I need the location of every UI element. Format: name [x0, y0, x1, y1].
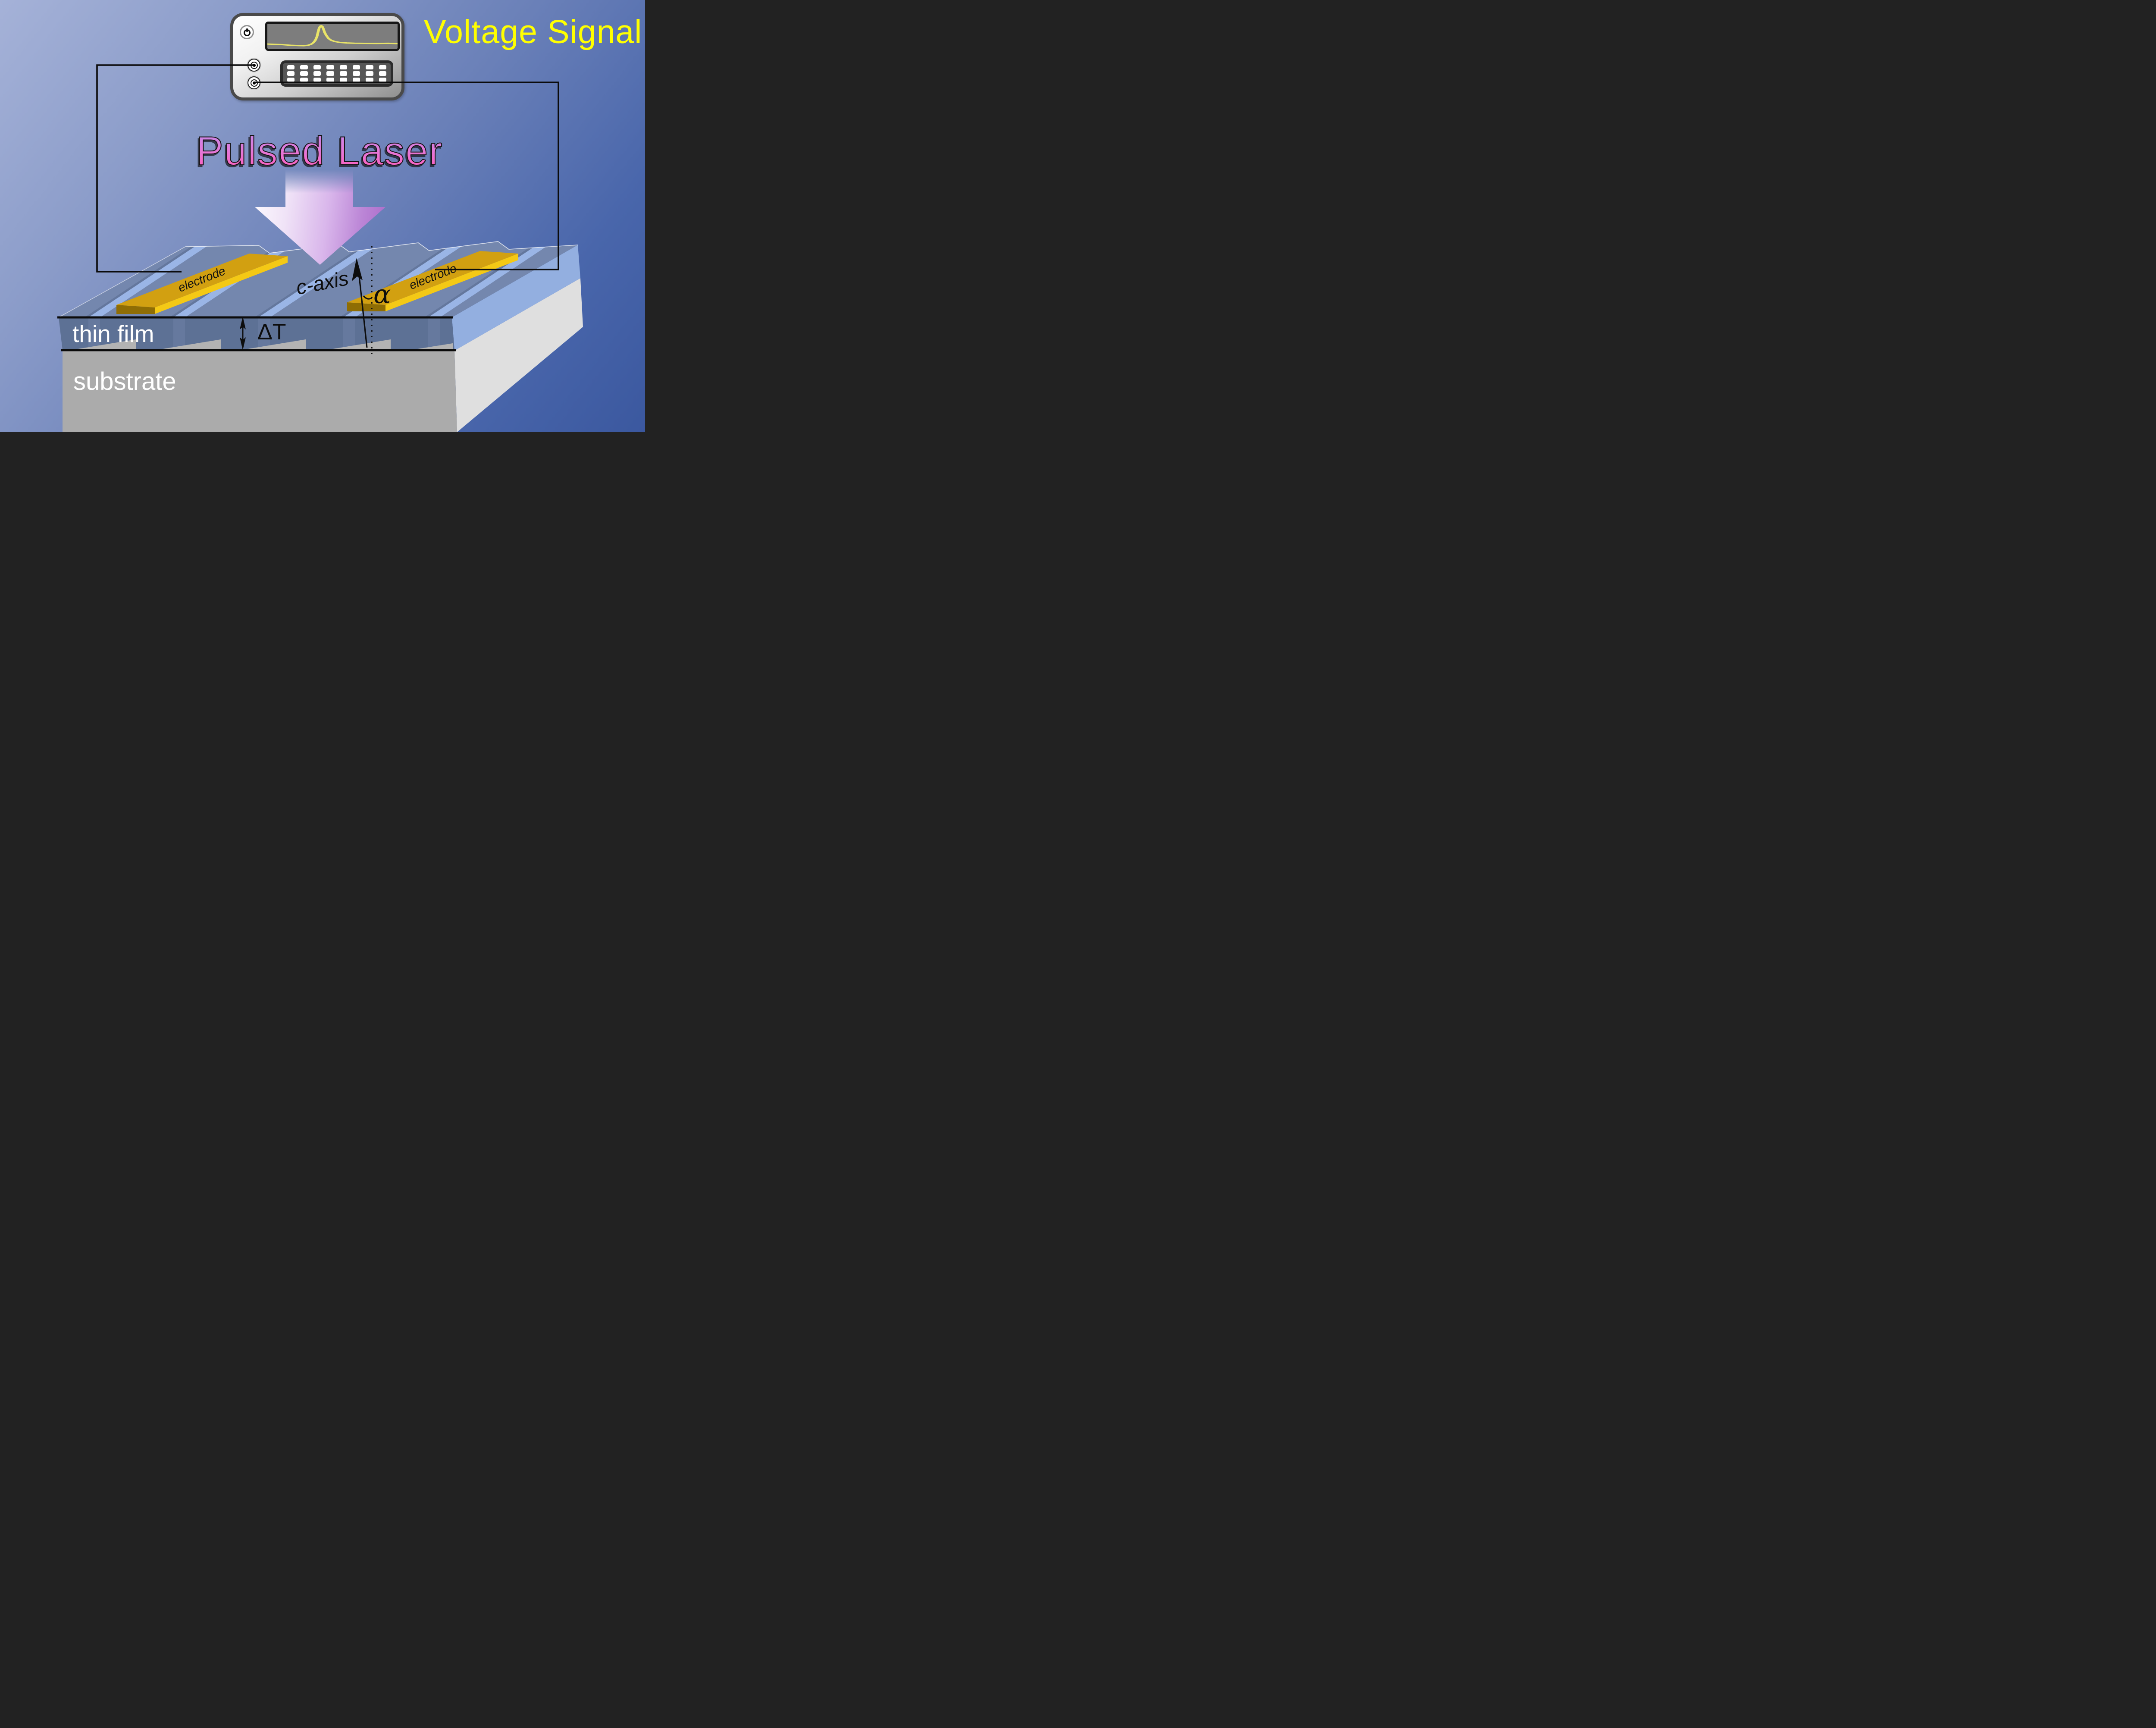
keypad-key: [366, 65, 373, 70]
keypad-key: [287, 77, 295, 82]
instrument-keypad: [280, 60, 393, 87]
keypad-key: [379, 65, 386, 70]
film-thickness-label: ΔT: [257, 320, 286, 345]
thin-film-label: thin film: [72, 320, 154, 347]
film-side-face: [452, 245, 580, 351]
pulse-waveform: [267, 25, 398, 47]
keypad-key: [313, 65, 321, 70]
film-front-face: [59, 317, 454, 350]
keypad-key: [339, 77, 347, 82]
keypad-key: [326, 71, 334, 76]
substrate-sawtooth: [75, 339, 453, 349]
bnc-connector-top: [248, 59, 260, 72]
keypad-key: [352, 65, 360, 70]
keypad-key: [379, 77, 386, 82]
substrate-front-face: [63, 350, 457, 432]
pulsed-laser-label: Pulsed Laser: [196, 128, 443, 174]
keypad-key: [366, 71, 373, 76]
keypad-key: [300, 65, 308, 70]
voltage-instrument: [230, 13, 404, 100]
keypad-key: [326, 65, 334, 70]
bnc-connector-bottom: [248, 76, 260, 89]
bnc-center-pin: [252, 81, 256, 85]
substrate-label: substrate: [73, 367, 176, 395]
bnc-ring: [250, 79, 258, 87]
power-button: [240, 25, 254, 39]
alpha-angle-arc: [363, 295, 372, 300]
keypad-key: [300, 71, 308, 76]
voltage-signal-label: Voltage Signal: [424, 13, 642, 50]
keypad-key: [326, 77, 334, 82]
bnc-ring: [250, 61, 258, 69]
keypad-key: [352, 71, 360, 76]
keypad-key: [352, 77, 360, 82]
keypad-key: [300, 77, 308, 82]
keypad-key: [339, 65, 347, 70]
keypad-key: [379, 71, 386, 76]
power-icon: [243, 28, 251, 36]
keypad-key: [339, 71, 347, 76]
alpha-angle-label: α: [373, 279, 391, 310]
bnc-center-pin: [252, 63, 256, 67]
keypad-key: [287, 65, 295, 70]
keypad-key: [287, 71, 295, 76]
film-thickness-arrow: [240, 317, 246, 350]
figure-canvas: Voltage Signal Pulsed Laser electrode el…: [0, 0, 645, 432]
instrument-display: [265, 22, 400, 51]
keypad-key: [313, 71, 321, 76]
substrate-side-face: [454, 278, 583, 432]
keypad-key: [313, 77, 321, 82]
keypad-key: [366, 77, 373, 82]
film-front-seams: [88, 317, 440, 350]
